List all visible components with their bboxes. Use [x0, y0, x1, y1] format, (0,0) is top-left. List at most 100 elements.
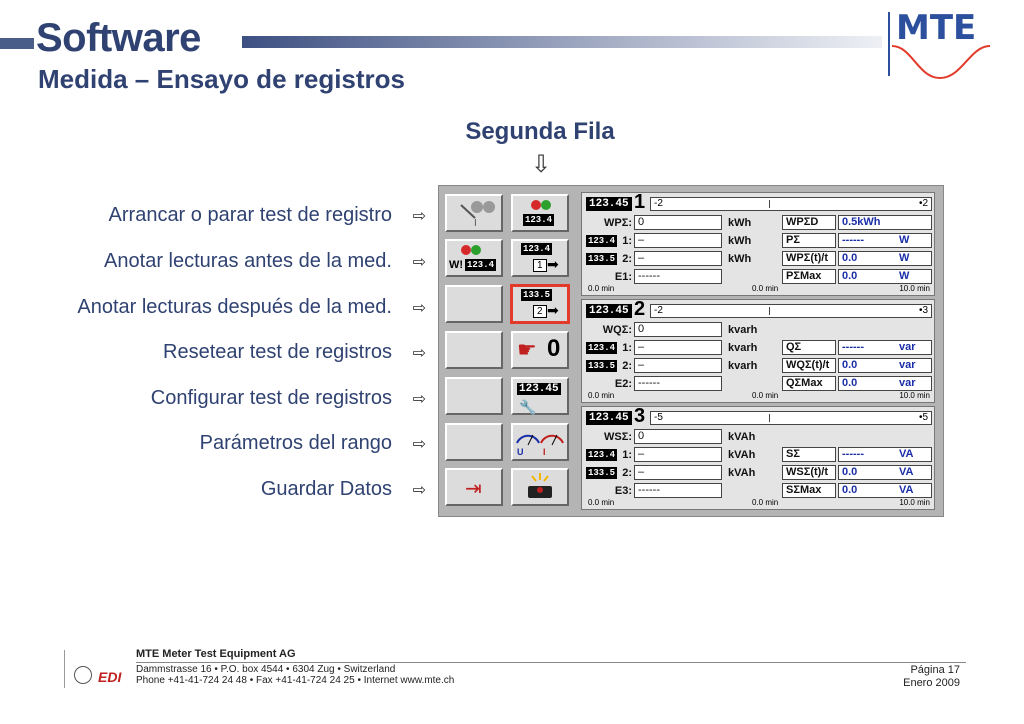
mte-logo: MTE: [884, 8, 994, 80]
time-right: 10.0 min: [899, 391, 930, 400]
footer-address-block: Dammstrasse 16 • P.O. box 4544 • 6304 Zu…: [136, 664, 454, 686]
range-params-button[interactable]: U I: [511, 423, 569, 461]
block-counter: 123.45: [586, 197, 632, 211]
row-key-field: WSΣ(t)/t: [782, 465, 836, 480]
menu-item-start-stop[interactable]: Arrancar o parar test de registro⇨: [109, 202, 426, 230]
scale-bar: -2•3: [650, 304, 932, 318]
row-keyunit: VA: [899, 448, 914, 460]
footer-contact: Phone +41-41-724 24 48 • Fax +41-41-724 …: [136, 675, 455, 686]
configure-button[interactable]: 123.45 🔧: [511, 377, 569, 415]
edi-logo: EDI: [98, 669, 122, 685]
row-keyvalue: 0.0: [842, 466, 858, 478]
row-label: WPΣ:: [604, 217, 632, 229]
menu-label: Configurar test de registros: [150, 387, 392, 409]
menu-item-read-before[interactable]: Anotar lecturas antes de la med.⇨: [104, 248, 426, 276]
scale-mid-tick: [769, 200, 770, 208]
menu-item-configure[interactable]: Configurar test de registros ⇨: [151, 385, 426, 413]
footer-divider: [64, 650, 65, 688]
counter-display: 123.4: [523, 214, 555, 226]
row-keyunit: var: [899, 359, 916, 371]
save-data-button[interactable]: [511, 468, 569, 506]
start-stop-button[interactable]: 123.4: [511, 194, 569, 232]
row-key-field: WQΣ(t)/t: [782, 358, 836, 373]
row-value-field: –: [634, 340, 722, 355]
menu-item-read-after[interactable]: Anotar lecturas después de la med.⇨: [77, 294, 426, 322]
row-key-field: WPΣ(t)/t: [782, 251, 836, 266]
row-value-field: –: [634, 358, 722, 373]
row-counter: 123.4: [586, 342, 618, 354]
counter-display: 133.5: [521, 289, 553, 301]
counter-display: 123.4: [465, 259, 497, 271]
row-keyvalue-field: ------VA: [838, 447, 932, 462]
time-mid: 0.0 min: [752, 498, 779, 507]
arrow-right-icon: ➡: [547, 256, 559, 272]
footer-rule: [136, 662, 966, 663]
page-number: Página 17: [910, 664, 960, 676]
row-value-field: –: [634, 251, 722, 266]
w-register-button[interactable]: W! 123.4: [445, 239, 503, 277]
exit-button[interactable]: ⇥: [445, 468, 503, 506]
row-key-field: PΣ: [782, 233, 836, 248]
empty-button[interactable]: [445, 285, 503, 323]
empty-button[interactable]: [445, 331, 503, 369]
current-label: I: [543, 447, 546, 457]
red-green-lights-icon: [461, 245, 481, 255]
menu-label: Guardar Datos: [260, 478, 392, 500]
row-label: WQΣ:: [602, 324, 632, 336]
reset-button[interactable]: ☛ 0: [511, 331, 569, 369]
footer-date: Enero 2009: [903, 677, 960, 689]
down-arrow-icon: ⇩: [530, 151, 552, 178]
time-left: 0.0 min: [588, 498, 615, 507]
exit-door-icon: ⇥: [465, 478, 482, 500]
row-unit: kVAh: [728, 449, 756, 461]
row-key-field: SΣMax: [782, 483, 836, 498]
right-arrow-icon: ⇨: [412, 391, 426, 408]
meter-icon: I: [460, 201, 495, 229]
row-label: 2:: [622, 467, 632, 479]
right-arrow-icon: ⇨: [412, 482, 426, 499]
voltage-label: U: [517, 447, 524, 457]
time-mid: 0.0 min: [752, 391, 779, 400]
section-heading: Segunda Fila: [465, 118, 615, 145]
scale-mid-tick: [769, 414, 770, 422]
block-number: 3: [634, 405, 646, 427]
row-value-field: 0: [634, 322, 722, 337]
row-key-field: SΣ: [782, 447, 836, 462]
read-before-button[interactable]: 123.4 1 ➡: [511, 239, 569, 277]
scale-right-label: •3: [918, 305, 928, 316]
page-title: Software: [36, 16, 201, 60]
row-unit: kWh: [728, 235, 752, 247]
empty-button[interactable]: [445, 377, 503, 415]
scale-left-label: -2: [654, 198, 663, 209]
software-panel: I 123.4 W! 123.4 123.4 1 ➡ 133.5 2 ➡ ☛ 0: [438, 185, 944, 517]
row-label: E1:: [614, 271, 632, 283]
block-number: 2: [634, 298, 646, 320]
read-after-button[interactable]: 133.5 2 ➡: [510, 284, 570, 324]
scale-bar: -2•2: [650, 197, 932, 211]
empty-button[interactable]: [445, 423, 503, 461]
row-unit: kvarh: [728, 360, 758, 372]
block-counter: 123.45: [586, 411, 632, 425]
right-arrow-icon: ⇨: [412, 254, 426, 271]
row-keyvalue-field: ------W: [838, 233, 932, 248]
row-counter: 133.5: [586, 360, 618, 372]
row-keyvalue-field: 0.5kWh: [838, 215, 932, 230]
menu-item-reset[interactable]: Resetear test de registros⇨: [163, 339, 426, 367]
row-label: 2:: [622, 253, 632, 265]
time-left: 0.0 min: [588, 391, 615, 400]
red-green-lights-icon: [531, 200, 551, 210]
menu-item-save-data[interactable]: Guardar Datos ⇨: [261, 476, 426, 504]
row-unit: kvarh: [728, 342, 758, 354]
menu-item-range-params[interactable]: Parámetros del rango⇨: [200, 430, 426, 458]
camera-flash-icon: [528, 473, 552, 498]
logo-divider: [888, 12, 890, 76]
row-keyvalue: 0.0: [842, 270, 858, 282]
meter-button[interactable]: I: [445, 194, 503, 232]
right-arrow-icon: ⇨: [412, 300, 426, 317]
